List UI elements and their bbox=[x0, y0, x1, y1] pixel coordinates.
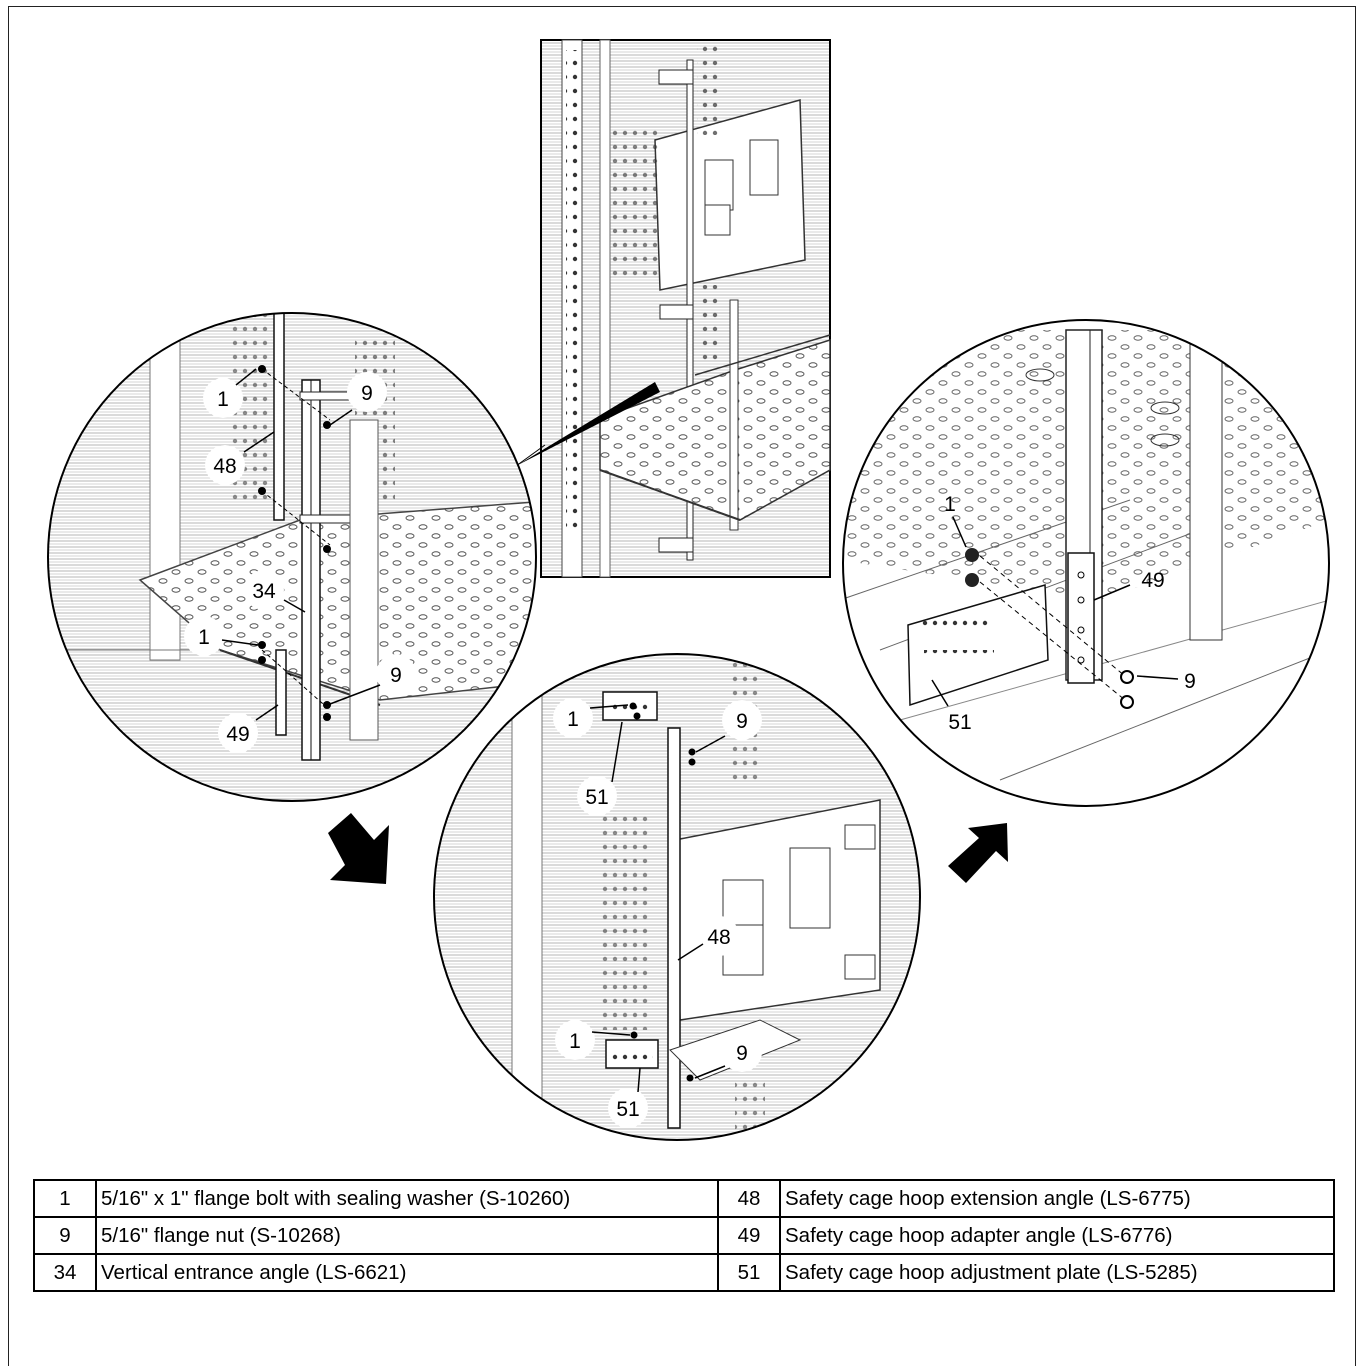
detail-left: 1 9 48 34 1 9 49 bbox=[47, 312, 537, 802]
callout-left-9a: 9 bbox=[361, 382, 373, 405]
callout-left-1a: 1 bbox=[217, 388, 229, 411]
part-description: Safety cage hoop adjustment plate (LS-52… bbox=[779, 1253, 1335, 1292]
arrow-up-right-icon bbox=[948, 823, 1008, 883]
part-number: 9 bbox=[33, 1216, 97, 1255]
part-description: Vertical entrance angle (LS-6621) bbox=[95, 1253, 719, 1292]
callout-right-49: 49 bbox=[1141, 569, 1164, 592]
arrow-down-right-icon bbox=[328, 813, 389, 884]
part-description: 5/16" flange nut (S-10268) bbox=[95, 1216, 719, 1255]
part-description: Safety cage hoop extension angle (LS-677… bbox=[779, 1179, 1335, 1218]
callout-center-1b: 1 bbox=[569, 1030, 581, 1053]
part-number: 49 bbox=[717, 1216, 781, 1255]
callout-center-51b: 51 bbox=[616, 1098, 639, 1121]
callout-left-1b: 1 bbox=[198, 626, 210, 649]
callout-left-34: 34 bbox=[252, 580, 276, 603]
page-frame bbox=[8, 6, 1356, 1366]
part-number: 34 bbox=[33, 1253, 97, 1292]
callout-right-9: 9 bbox=[1184, 670, 1196, 693]
overview-panel bbox=[515, 39, 831, 578]
callout-right-1: 1 bbox=[944, 493, 956, 516]
part-number: 1 bbox=[33, 1179, 97, 1218]
detail-right: 1 49 9 51 bbox=[842, 319, 1330, 807]
part-description: Safety cage hoop adapter angle (LS-6776) bbox=[779, 1216, 1335, 1255]
table-row: 34 Vertical entrance angle (LS-6621) 51 … bbox=[33, 1253, 1335, 1292]
part-number: 48 bbox=[717, 1179, 781, 1218]
callout-center-51a: 51 bbox=[585, 786, 608, 809]
part-number: 51 bbox=[717, 1253, 781, 1292]
callout-left-9b: 9 bbox=[390, 664, 402, 687]
callout-left-49: 49 bbox=[226, 723, 249, 746]
callout-center-1a: 1 bbox=[567, 708, 579, 731]
detail-center: 1 9 51 48 1 9 51 bbox=[433, 653, 921, 1141]
callout-center-48: 48 bbox=[707, 926, 730, 949]
callout-right-51: 51 bbox=[948, 711, 971, 734]
table-row: 9 5/16" flange nut (S-10268) 49 Safety c… bbox=[33, 1216, 1335, 1255]
assembly-illustration: 1 9 48 34 1 9 49 bbox=[47, 39, 1330, 1141]
table-row: 1 5/16" x 1" flange bolt with sealing wa… bbox=[33, 1179, 1335, 1218]
callout-left-48: 48 bbox=[213, 455, 236, 478]
callout-center-9b: 9 bbox=[736, 1042, 748, 1065]
callout-center-9a: 9 bbox=[736, 710, 748, 733]
parts-table: 1 5/16" x 1" flange bolt with sealing wa… bbox=[33, 1179, 1335, 1292]
part-description: 5/16" x 1" flange bolt with sealing wash… bbox=[95, 1179, 719, 1218]
